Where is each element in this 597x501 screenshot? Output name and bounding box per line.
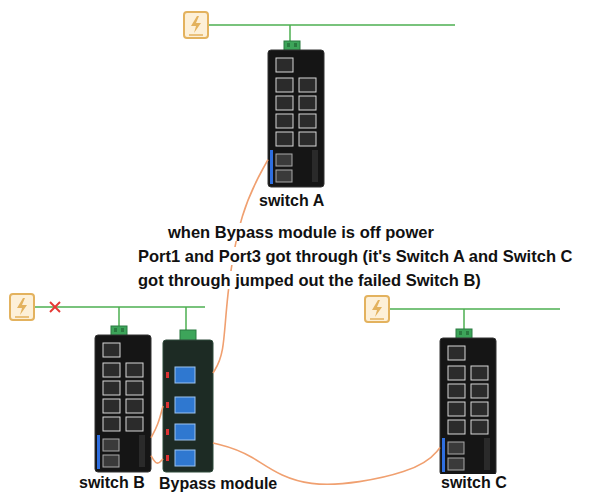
note-text-block: when Bypass module is off power (168, 220, 434, 244)
switch-device (440, 329, 496, 475)
switch-device (268, 41, 324, 187)
power-wire (118, 307, 120, 326)
fiber-cable (151, 456, 163, 464)
bypass-device (163, 330, 213, 472)
power-wire (463, 309, 465, 329)
terminal-block (180, 330, 196, 341)
device-node: switch A (268, 50, 324, 187)
fiber-cable (151, 406, 163, 438)
fiber-port (175, 424, 195, 440)
failure-cross (50, 302, 60, 312)
power-wire (185, 307, 187, 330)
fiber-port (175, 450, 195, 466)
power-supply-icon (184, 12, 208, 38)
fiber-port (175, 397, 195, 413)
device-node: switch C (440, 338, 496, 475)
cross-stroke (50, 302, 60, 312)
bypass-body (163, 340, 213, 472)
power-wire (389, 308, 560, 310)
device-label: switch C (440, 474, 508, 492)
fiber-port (175, 367, 195, 383)
switch-device (95, 326, 151, 472)
device-node: switch B (95, 335, 151, 472)
note-text-block: Port1 and Port3 got through (it's Switch… (138, 244, 588, 292)
power-supply-icon (10, 294, 34, 320)
cross-stroke (50, 302, 60, 312)
note-text: when Bypass module is off power (168, 223, 434, 241)
device-label: switch A (258, 192, 325, 210)
port-mark (166, 402, 169, 408)
port-mark (166, 455, 169, 461)
port-mark (166, 372, 169, 378)
device-label: Bypass module (158, 475, 278, 493)
device-label: switch B (78, 474, 146, 492)
device-node: Bypass module (163, 340, 213, 472)
note-text: Port1 and Port3 got through (it's Switch… (138, 247, 572, 289)
port-mark (166, 429, 169, 435)
power-wire (208, 24, 455, 26)
power-wire (289, 25, 291, 41)
power-supply-icon (365, 296, 389, 322)
